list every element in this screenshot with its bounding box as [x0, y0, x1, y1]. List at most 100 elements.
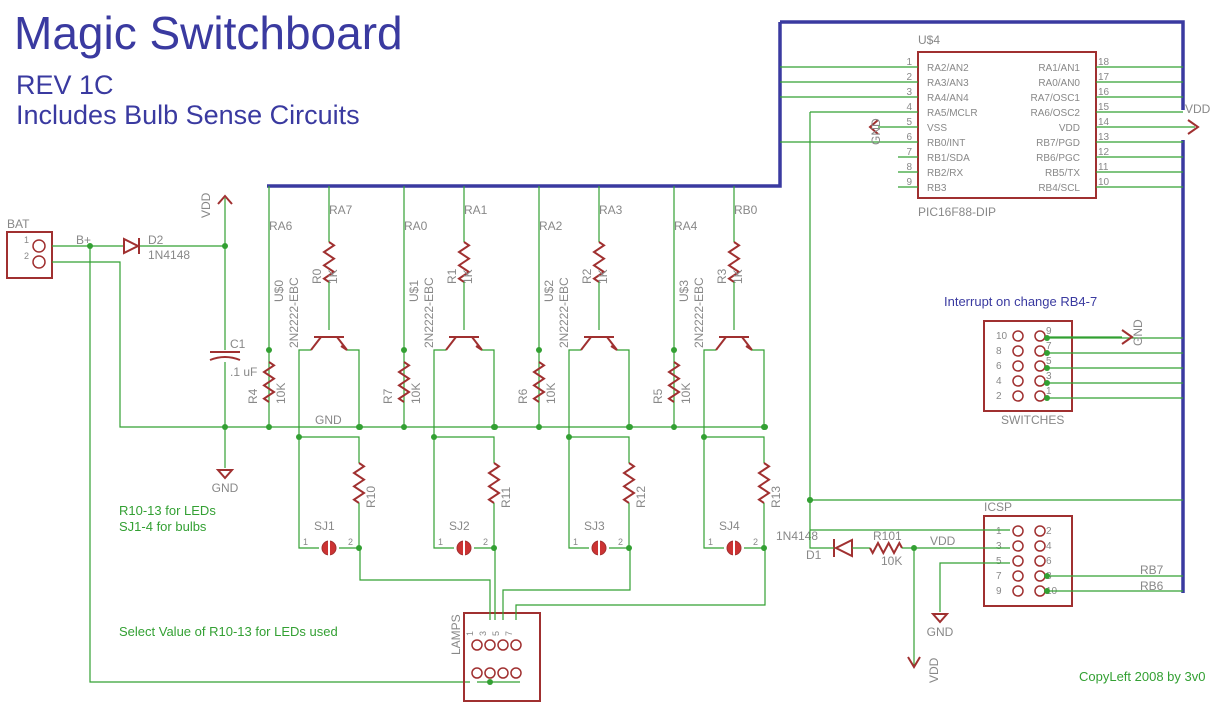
switch-pin-num: 7 — [1046, 341, 1052, 352]
transistor — [310, 336, 348, 351]
wire — [809, 530, 834, 549]
switch-pin — [1034, 390, 1046, 402]
lamps-name: LAMPS — [449, 614, 463, 655]
c1-name: C1 — [230, 337, 246, 351]
mcu-pin-label: RB0/INT — [927, 138, 965, 149]
junction-dot — [761, 545, 767, 551]
switch-pin-num: 1 — [1046, 386, 1052, 397]
driver-net-label: RA2 — [539, 219, 563, 233]
revision-label: REV 1C — [16, 70, 114, 100]
icsp-net-label: RB6 — [1140, 579, 1164, 593]
icsp-pin-num: 3 — [996, 541, 1002, 552]
rp-value: 10K — [544, 383, 558, 404]
transistor — [445, 336, 483, 351]
sj-pin-num: 1 — [303, 537, 308, 547]
switch-pin — [1012, 375, 1024, 387]
wire — [569, 436, 630, 463]
lamp-pin — [510, 639, 522, 651]
load-resistor — [352, 462, 366, 504]
mcu-pin-label: RA3/AN3 — [927, 78, 969, 89]
sj-pin-num: 1 — [708, 537, 713, 547]
wire — [298, 349, 311, 437]
icsp-pin-num: 9 — [996, 586, 1002, 597]
rb-name: R0 — [310, 268, 324, 284]
d1-value: 1N4148 — [776, 529, 818, 543]
rp-value: 10K — [679, 383, 693, 404]
icsp-pin-num: 4 — [1046, 541, 1052, 552]
wire — [502, 548, 631, 620]
icsp-pin-num: 5 — [996, 556, 1002, 567]
wire — [433, 349, 446, 437]
mcu-body — [917, 51, 1097, 199]
mcu-pin-label: VDD — [1059, 123, 1080, 134]
gnd-arrow-switches — [1121, 329, 1134, 345]
d2-value: 1N4148 — [148, 248, 190, 262]
led-note: R10-13 for LEDs — [119, 503, 216, 518]
d1-name: D1 — [806, 548, 822, 562]
pulldown-resistor — [667, 361, 681, 403]
switch-pin-num: 3 — [1046, 371, 1052, 382]
vdd-arrow — [907, 656, 921, 669]
icsp-pin-num: 1 — [996, 526, 1002, 537]
transistor-name: U$3 — [677, 280, 691, 302]
icsp-pin-num: 2 — [1046, 526, 1052, 537]
interrupt-note: Interrupt on change RB4-7 — [944, 294, 1098, 309]
mcu-pin-label: RA0/AN0 — [1038, 78, 1080, 89]
driver-net-label: RA4 — [674, 219, 698, 233]
mcu-pin-num: 9 — [906, 177, 912, 188]
switch-pin — [1012, 345, 1024, 357]
icsp-pin-num: 6 — [1046, 556, 1052, 567]
wire — [433, 437, 454, 549]
mcu-name: U$4 — [918, 33, 940, 47]
sj-name: SJ4 — [719, 519, 740, 533]
rb-value: 1K — [461, 269, 475, 284]
base-resistor — [592, 241, 606, 283]
lamps-connector — [463, 612, 541, 702]
vdd-label-d2: VDD — [199, 192, 213, 218]
lamp-pin — [484, 667, 496, 679]
mcu-pin-label: RB5/TX — [1045, 168, 1080, 179]
lamp-pin — [510, 667, 522, 679]
junction-dot — [671, 347, 677, 353]
rb-value: 1K — [596, 269, 610, 284]
switch-pin-num: 6 — [996, 361, 1002, 372]
mcu-pin-num: 8 — [906, 162, 912, 173]
mcu-pin-label: RB1/SDA — [927, 153, 970, 164]
junction-dot — [626, 545, 632, 551]
switch-pin — [1034, 330, 1046, 342]
sj-pin-num: 2 — [348, 537, 353, 547]
wire — [939, 562, 1010, 612]
rl-name: R12 — [634, 486, 648, 508]
mcu-pin-num: 17 — [1098, 72, 1110, 83]
wire — [482, 349, 495, 427]
mcu-part: PIC16F88-DIP — [918, 205, 996, 219]
mcu-pin-num: 6 — [906, 132, 912, 143]
wire — [809, 112, 1010, 531]
diode-d2 — [123, 237, 141, 255]
gnd-rail-label: GND — [315, 413, 342, 427]
select-value-note: Select Value of R10-13 for LEDs used — [119, 624, 338, 639]
ground-symbol — [930, 613, 950, 624]
c1-value: .1 uF — [230, 365, 257, 379]
mcu-pin-label: RA1/AN1 — [1038, 63, 1080, 74]
mcu-pin-num: 3 — [906, 87, 912, 98]
base-net-label: RA7 — [329, 203, 353, 217]
base-net-label: RB0 — [734, 203, 758, 217]
gnd-rail — [52, 261, 765, 428]
rp-name: R6 — [516, 388, 530, 404]
junction-dot — [807, 497, 813, 503]
junction-dot — [491, 545, 497, 551]
rl-name: R13 — [769, 486, 783, 508]
mcu-pin-num: 12 — [1098, 147, 1110, 158]
lamp-pin — [471, 667, 483, 679]
junction-dot — [487, 679, 493, 685]
transistor-name: U$0 — [272, 280, 286, 302]
base-resistor — [322, 241, 336, 283]
rb-value: 1K — [731, 269, 745, 284]
sj-pin-num: 2 — [483, 537, 488, 547]
mcu-pin-num: 16 — [1098, 87, 1110, 98]
icsp-pin — [1034, 540, 1046, 552]
mcu-pin-num: 1 — [906, 57, 912, 68]
sj-pin-num: 1 — [573, 537, 578, 547]
